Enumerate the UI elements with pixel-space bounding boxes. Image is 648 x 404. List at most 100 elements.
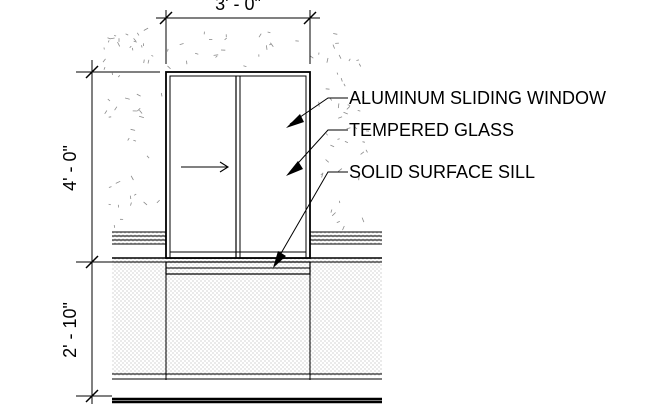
stucco-speck — [269, 43, 272, 46]
left-height-dimensions: 4' - 0" 2' - 10" — [60, 60, 160, 404]
stucco-speck — [125, 33, 129, 36]
stucco-speck — [338, 116, 343, 119]
stucco-speck — [330, 209, 333, 213]
stucco-speck — [267, 31, 271, 34]
stucco-speck — [115, 180, 121, 184]
stucco-speck — [348, 58, 351, 62]
stucco-speck — [103, 66, 106, 70]
stucco-speck — [331, 212, 336, 217]
label-aluminum-sliding-window: ALUMINUM SLIDING WINDOW — [349, 88, 606, 108]
window-height-label: 4' - 0" — [60, 145, 80, 191]
solid-surface-sill — [165, 261, 311, 275]
stucco-speck — [362, 141, 365, 143]
stucco-speck — [361, 217, 365, 223]
stucco-speck — [151, 54, 154, 57]
stucco-speck — [130, 175, 134, 181]
label-solid-surface-sill: SOLID SURFACE SILL — [349, 162, 535, 182]
stucco-speck — [332, 44, 335, 49]
stucco-speck — [136, 32, 140, 36]
label-tempered-glass: TEMPERED GLASS — [349, 120, 514, 140]
stucco-speck — [358, 63, 362, 67]
stucco-speck — [321, 172, 324, 178]
stucco-speck — [357, 110, 361, 112]
stucco-speck — [109, 37, 115, 40]
stucco-speck — [141, 45, 143, 48]
stucco-speck — [133, 40, 137, 43]
stucco-speck — [124, 97, 130, 100]
stucco-speck — [330, 144, 335, 148]
stucco-speck — [342, 225, 345, 231]
stucco-speck — [107, 40, 110, 43]
stucco-speck — [179, 43, 184, 45]
stucco-speck — [113, 225, 116, 228]
stucco-speck — [117, 41, 121, 47]
stucco-speck — [337, 168, 343, 172]
stucco-speck — [258, 33, 262, 38]
stucco-texture — [102, 27, 370, 231]
stucco-speck — [167, 48, 169, 52]
stucco-speck — [343, 83, 346, 87]
stucco-speck — [107, 98, 111, 102]
stucco-speck — [215, 55, 218, 58]
stucco-speck — [114, 35, 117, 37]
stucco-speck — [167, 65, 171, 70]
stucco-speck — [133, 139, 137, 142]
stucco-speck — [326, 133, 328, 136]
stucco-speck — [108, 186, 112, 188]
stucco-speck — [114, 106, 118, 111]
stucco-speck — [131, 47, 134, 51]
stucco-speck — [336, 221, 340, 223]
stucco-speck — [139, 109, 143, 114]
stucco-speck — [104, 110, 108, 115]
stucco-speck — [143, 59, 145, 64]
stucco-speck — [127, 137, 130, 141]
stucco-speck — [325, 159, 329, 163]
stucco-speck — [340, 77, 343, 82]
stucco-speck — [213, 54, 219, 56]
stucco-speck — [194, 52, 199, 55]
stucco-speck — [147, 59, 150, 64]
stucco-speck — [270, 42, 274, 47]
stucco-speck — [133, 193, 137, 196]
stucco-speck — [143, 27, 149, 31]
stucco-speck — [330, 98, 333, 101]
stucco-speck — [224, 37, 227, 41]
stucco-speck — [346, 127, 351, 130]
stucco-speck — [360, 151, 365, 155]
stucco-speck — [117, 75, 121, 78]
stucco-speck — [129, 45, 132, 48]
stucco-speck — [333, 33, 338, 35]
stucco-speck — [243, 65, 247, 67]
stucco-speck — [143, 201, 148, 206]
stucco-speck — [130, 128, 136, 131]
stucco-speck — [160, 92, 163, 97]
stucco-speck — [129, 195, 132, 200]
top-width-dimension: 3' - 0" — [156, 0, 320, 64]
stucco-speck — [156, 199, 160, 204]
stucco-speck — [336, 72, 339, 75]
stucco-speck — [361, 96, 365, 100]
stucco-speck — [365, 149, 368, 153]
stucco-speck — [346, 106, 351, 110]
aluminum-sliding-window — [165, 71, 311, 259]
stucco-speck — [102, 58, 106, 63]
stucco-speck — [146, 155, 150, 159]
callout-leaders — [273, 97, 348, 268]
stucco-speck — [356, 59, 360, 61]
stucco-speck — [337, 103, 340, 109]
stucco-speck — [338, 54, 342, 59]
stucco-speck — [107, 37, 111, 40]
stucco-speck — [326, 57, 329, 63]
stucco-speck — [108, 203, 111, 206]
stucco-speck — [343, 111, 348, 115]
stucco-speck — [337, 138, 340, 140]
stucco-speck — [138, 115, 145, 118]
top-width-label: 3' - 0" — [215, 0, 261, 14]
stucco-speck — [347, 104, 351, 106]
stucco-speck — [130, 202, 132, 206]
stucco-speck — [136, 93, 141, 97]
sill-height-label: 2' - 10" — [60, 302, 80, 358]
stucco-speck — [353, 126, 358, 130]
slide-direction-arrow — [181, 161, 230, 173]
